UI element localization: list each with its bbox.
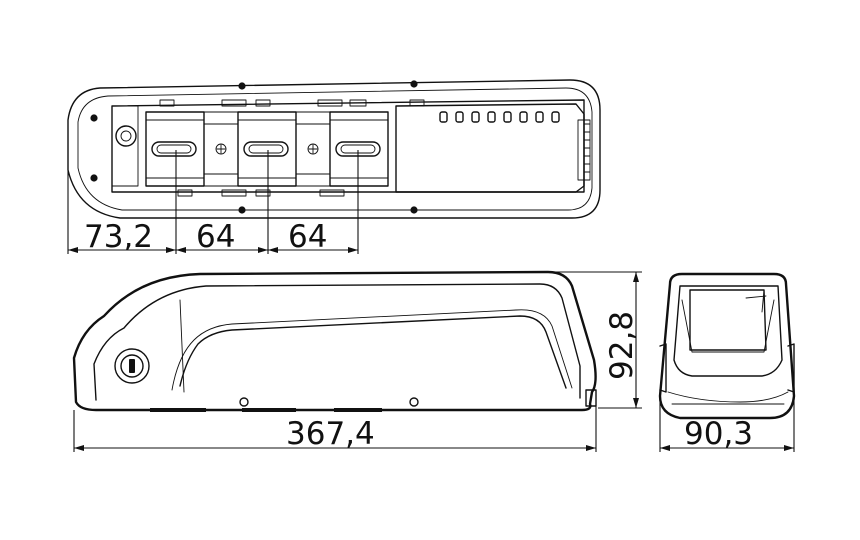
dimension-length: 367,4: [286, 416, 375, 452]
contact-pins: [439, 111, 560, 123]
side-view: 367,4 92,8: [72, 270, 642, 452]
dimension-height: 92,8: [604, 311, 640, 380]
lock-icon: [114, 348, 150, 384]
mount-block-1: [145, 111, 205, 187]
dimension-width: 90,3: [684, 416, 753, 452]
top-view: 73,2 64 64: [67, 79, 601, 255]
mount-block-3: [329, 111, 389, 187]
lock-circle-top: [115, 125, 137, 147]
connector-panel: [395, 103, 585, 193]
dimension-first-segment: 73,2: [84, 219, 153, 255]
mount-block-2: [237, 111, 297, 187]
end-view: 90,3: [658, 272, 796, 452]
dimension-pitch-2: 64: [288, 219, 327, 255]
dimension-pitch-1: 64: [196, 219, 235, 255]
screw-icon: [215, 143, 227, 155]
screw-icon: [307, 143, 319, 155]
